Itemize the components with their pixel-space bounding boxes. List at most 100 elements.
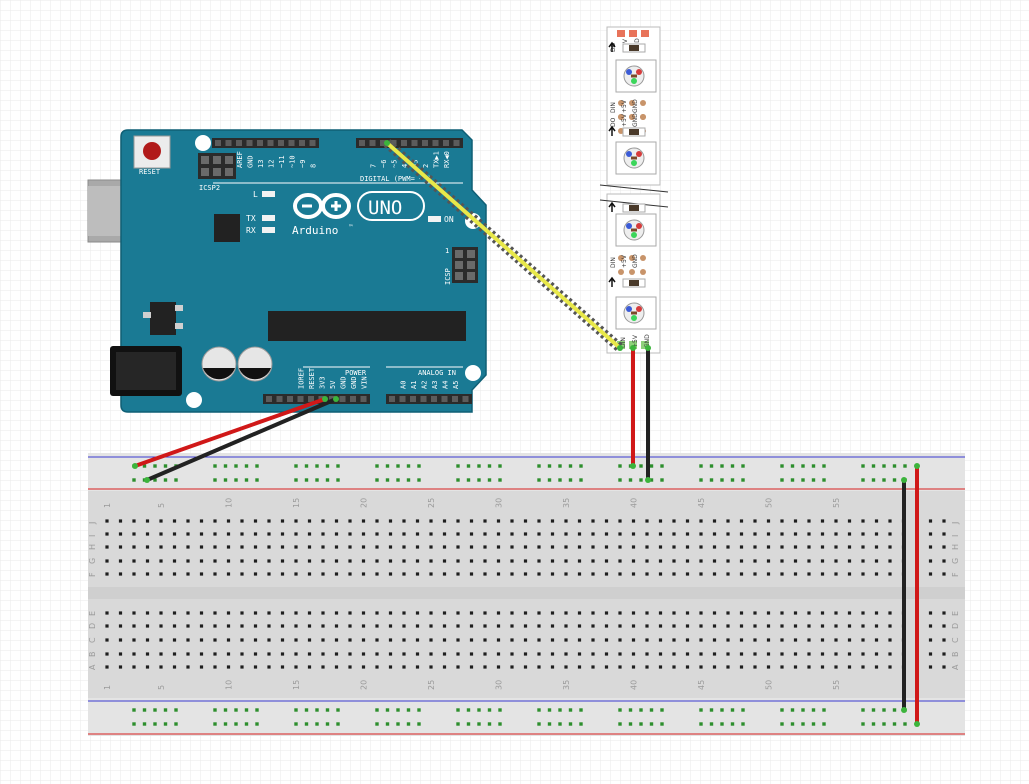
rail-hole[interactable] bbox=[142, 464, 147, 468]
breadboard-hole[interactable] bbox=[874, 665, 879, 669]
breadboard-hole[interactable] bbox=[820, 519, 825, 523]
breadboard-hole[interactable] bbox=[685, 572, 690, 576]
rail-hole[interactable] bbox=[336, 722, 340, 726]
breadboard-hole[interactable] bbox=[523, 519, 528, 523]
breadboard-hole[interactable] bbox=[685, 624, 690, 628]
rail-hole[interactable] bbox=[882, 708, 886, 712]
breadboard-hole[interactable] bbox=[375, 572, 379, 576]
breadboard-hole[interactable] bbox=[469, 519, 474, 523]
breadboard-hole[interactable] bbox=[280, 519, 285, 523]
breadboard-hole[interactable] bbox=[780, 572, 784, 576]
breadboard-hole[interactable] bbox=[145, 572, 150, 576]
rail-hole[interactable] bbox=[487, 708, 492, 712]
rail-hole[interactable] bbox=[660, 478, 664, 482]
rail-hole[interactable] bbox=[385, 722, 390, 726]
breadboard-hole[interactable] bbox=[699, 611, 703, 615]
breadboard-hole[interactable] bbox=[658, 611, 663, 615]
header-pin[interactable] bbox=[452, 396, 458, 402]
breadboard-hole[interactable] bbox=[834, 665, 838, 669]
breadboard-hole[interactable] bbox=[753, 624, 757, 628]
rail-hole[interactable] bbox=[213, 708, 217, 712]
header-pin[interactable] bbox=[267, 140, 274, 146]
breadboard-hole[interactable] bbox=[132, 532, 136, 536]
breadboard-hole[interactable] bbox=[429, 519, 433, 523]
breadboard-hole[interactable] bbox=[712, 559, 717, 563]
breadboard-hole[interactable] bbox=[658, 545, 663, 549]
rail-hole[interactable] bbox=[304, 478, 309, 482]
breadboard-hole[interactable] bbox=[942, 532, 946, 536]
breadboard-hole[interactable] bbox=[847, 638, 852, 642]
breadboard-hole[interactable] bbox=[294, 559, 298, 563]
breadboard-hole[interactable] bbox=[699, 624, 703, 628]
breadboard-hole[interactable] bbox=[591, 652, 595, 656]
breadboard-hole[interactable] bbox=[388, 559, 393, 563]
breadboard-hole[interactable] bbox=[523, 611, 528, 615]
breadboard-hole[interactable] bbox=[415, 665, 420, 669]
breadboard-hole[interactable] bbox=[253, 572, 258, 576]
breadboard-hole[interactable] bbox=[685, 638, 690, 642]
rail-hole[interactable] bbox=[790, 464, 795, 468]
breadboard-hole[interactable] bbox=[510, 532, 514, 536]
breadboard-hole[interactable] bbox=[888, 638, 892, 642]
breadboard-hole[interactable] bbox=[726, 638, 730, 642]
breadboard-hole[interactable] bbox=[375, 611, 379, 615]
breadboard-hole[interactable] bbox=[429, 545, 433, 549]
breadboard-hole[interactable] bbox=[604, 532, 609, 536]
rail-hole[interactable] bbox=[336, 478, 340, 482]
breadboard-hole[interactable] bbox=[834, 519, 838, 523]
rail-hole[interactable] bbox=[871, 478, 876, 482]
breadboard-hole[interactable] bbox=[118, 545, 123, 549]
power-5v-wire[interactable] bbox=[134, 397, 326, 468]
breadboard-hole[interactable] bbox=[942, 638, 946, 642]
breadboard-hole[interactable] bbox=[226, 545, 231, 549]
breadboard-hole[interactable] bbox=[361, 611, 366, 615]
ground-wire[interactable] bbox=[146, 397, 337, 482]
breadboard-hole[interactable] bbox=[726, 611, 730, 615]
breadboard-hole[interactable] bbox=[793, 665, 798, 669]
rail-hole[interactable] bbox=[547, 478, 552, 482]
rail-hole[interactable] bbox=[871, 722, 876, 726]
rail-hole[interactable] bbox=[811, 464, 816, 468]
breadboard-hole[interactable] bbox=[753, 532, 757, 536]
rail-hole[interactable] bbox=[628, 722, 633, 726]
breadboard-hole[interactable] bbox=[429, 559, 433, 563]
header-pin[interactable] bbox=[410, 396, 416, 402]
breadboard-hole[interactable] bbox=[537, 519, 541, 523]
breadboard-hole[interactable] bbox=[226, 519, 231, 523]
rail-hole[interactable] bbox=[255, 464, 259, 468]
breadboard-hole[interactable] bbox=[483, 611, 487, 615]
breadboard-hole[interactable] bbox=[402, 638, 406, 642]
breadboard-hole[interactable] bbox=[294, 545, 298, 549]
breadboard-hole[interactable] bbox=[631, 532, 636, 536]
breadboard-hole[interactable] bbox=[510, 665, 514, 669]
breadboard-hole[interactable] bbox=[199, 652, 204, 656]
breadboard-hole[interactable] bbox=[753, 611, 757, 615]
breadboard-hole[interactable] bbox=[712, 532, 717, 536]
breadboard-hole[interactable] bbox=[496, 519, 501, 523]
breadboard-hole[interactable] bbox=[699, 638, 703, 642]
breadboard-hole[interactable] bbox=[159, 572, 163, 576]
breadboard-hole[interactable] bbox=[294, 532, 298, 536]
rail-hole[interactable] bbox=[315, 708, 319, 712]
rail-hole[interactable] bbox=[558, 708, 562, 712]
breadboard-hole[interactable] bbox=[280, 665, 285, 669]
rail-hole[interactable] bbox=[153, 708, 157, 712]
breadboard-hole[interactable] bbox=[712, 652, 717, 656]
breadboard-hole[interactable] bbox=[928, 519, 933, 523]
breadboard-hole[interactable] bbox=[267, 559, 271, 563]
breadboard-hole[interactable] bbox=[807, 519, 811, 523]
breadboard-hole[interactable] bbox=[766, 532, 771, 536]
breadboard-hole[interactable] bbox=[159, 652, 163, 656]
breadboard-hole[interactable] bbox=[847, 624, 852, 628]
breadboard-hole[interactable] bbox=[564, 624, 568, 628]
breadboard-hole[interactable] bbox=[186, 545, 190, 549]
breadboard-hole[interactable] bbox=[172, 638, 177, 642]
breadboard-hole[interactable] bbox=[564, 545, 568, 549]
rail-hole[interactable] bbox=[558, 478, 562, 482]
breadboard-hole[interactable] bbox=[874, 611, 879, 615]
breadboard-hole[interactable] bbox=[888, 652, 892, 656]
breadboard-hole[interactable] bbox=[699, 572, 703, 576]
breadboard-hole[interactable] bbox=[172, 532, 177, 536]
rail-hole[interactable] bbox=[174, 478, 178, 482]
breadboard-hole[interactable] bbox=[631, 665, 636, 669]
